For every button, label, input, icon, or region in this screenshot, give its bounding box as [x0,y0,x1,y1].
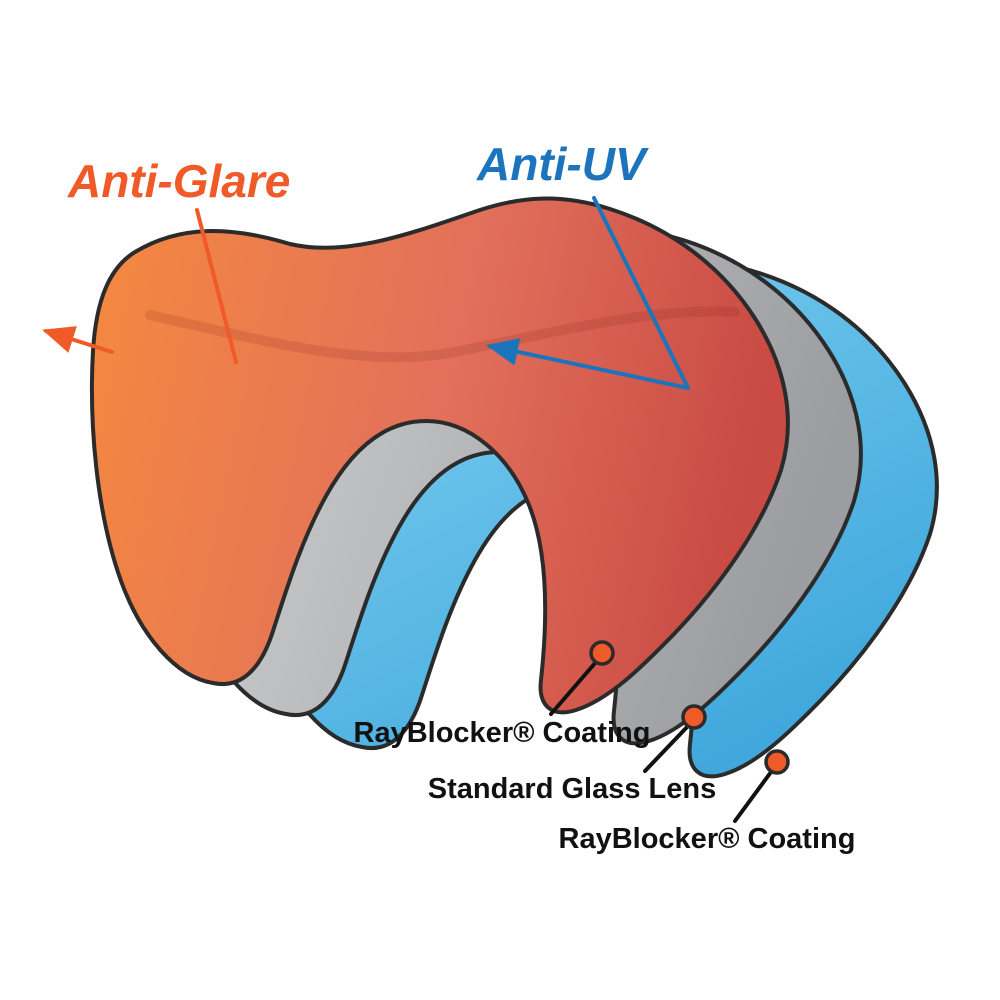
anti-glare-title: Anti-Glare [67,155,290,207]
callout-label-glass-lens: Standard Glass Lens [428,773,717,805]
anti-glare-pointer-line [195,208,238,364]
anti-glare-reflection-arrow [42,326,114,354]
callout-leader-3 [733,770,773,823]
callout-dot-front-coating [589,640,615,666]
callout-dot-back-coating [764,749,790,775]
callout-label-front-coating: RayBlocker® Coating [354,717,651,749]
callout-label-back-coating: RayBlocker® Coating [559,823,856,855]
anti-uv-title: Anti-UV [476,138,649,190]
callout-leader-1 [549,660,598,716]
callout-dot-glass-lens [681,704,707,730]
callout-leader-2 [643,724,690,773]
anti-uv-arrow [486,196,690,390]
